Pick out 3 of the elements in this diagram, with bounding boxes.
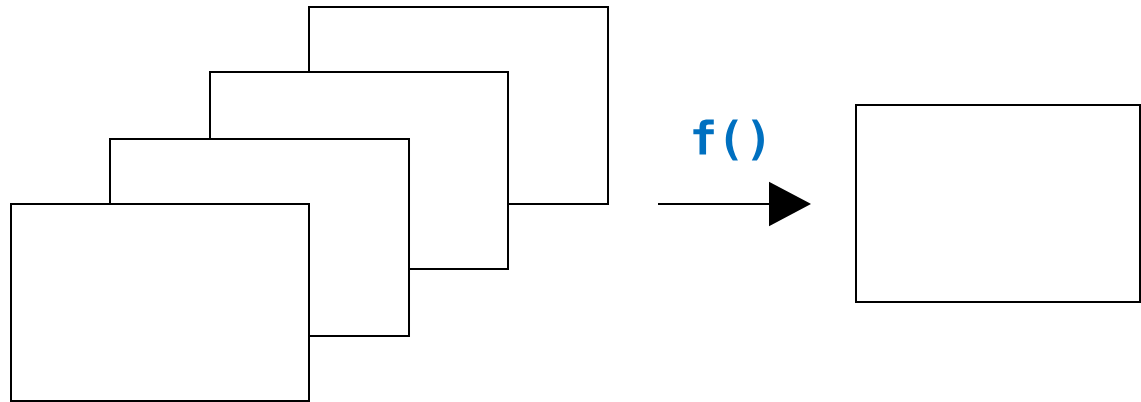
function-label: f(): [693, 119, 764, 161]
frame-box: [10, 203, 310, 402]
frame-box: [855, 104, 1141, 303]
